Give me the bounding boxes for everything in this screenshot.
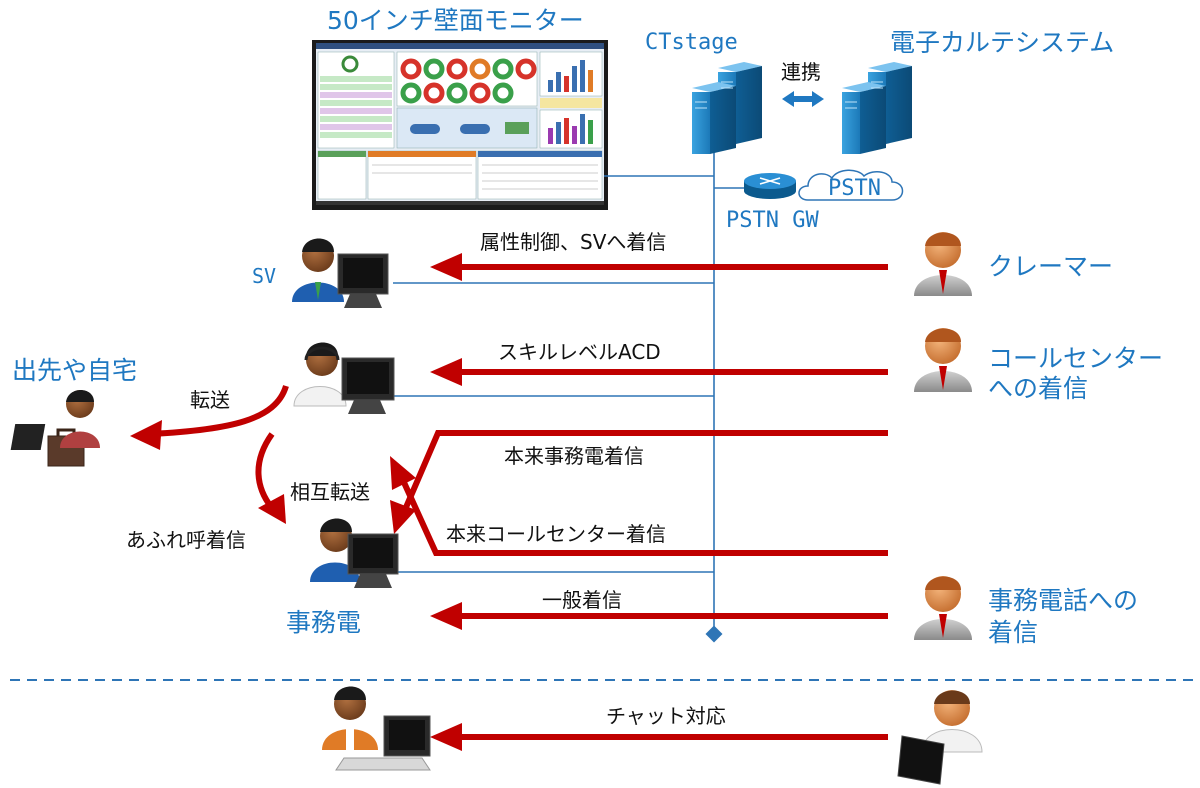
- link-label: 連携: [781, 60, 821, 84]
- pstn-label: PSTN: [828, 176, 881, 201]
- wall-monitor-label: 50インチ壁面モニター: [327, 6, 584, 35]
- caller-office-icon: [914, 576, 972, 640]
- caller-office-label-1: 事務電話への: [988, 586, 1139, 615]
- chat-agent-icon: [322, 686, 431, 771]
- ehr-server-icon: [842, 62, 912, 154]
- caller-claimer-icon: [914, 232, 972, 296]
- remote-label: 出先や自宅: [12, 356, 138, 385]
- flow-general-label: 一般着信: [542, 588, 622, 612]
- pstn-gw-label: PSTN GW: [726, 208, 819, 233]
- router-icon: [744, 173, 796, 199]
- caller-callcenter-icon: [914, 328, 972, 392]
- call-flow-arrows: [149, 264, 888, 740]
- flow-orig-office-label: 本来事務電着信: [504, 444, 644, 468]
- ehr-label: 電子カルテシステム: [890, 28, 1115, 57]
- ctstage-server-icon: [692, 62, 762, 154]
- flow-orig-cc-label: 本来コールセンター着信: [446, 522, 666, 546]
- sv-label: SV: [252, 264, 277, 288]
- flow-attribute-label: 属性制御、SVへ着信: [480, 230, 667, 254]
- network-lines: [393, 150, 748, 634]
- caller-office-label-2: 着信: [988, 618, 1039, 647]
- flow-transfer-label: 転送: [190, 388, 230, 412]
- sv-agent-icon: [292, 238, 389, 308]
- flow-skill-label: スキルレベルACD: [498, 340, 661, 364]
- office-agent-icon: [310, 518, 399, 588]
- line-end-marker: [705, 625, 723, 643]
- caller-callcenter-label-2: への着信: [988, 374, 1089, 403]
- flow-chat-label: チャット対応: [606, 704, 726, 728]
- caller-callcenter-label-1: コールセンター: [988, 344, 1164, 373]
- ctstage-label: CTstage: [645, 30, 738, 55]
- chat-user-icon: [897, 690, 983, 785]
- callcenter-agent-icon: [293, 342, 395, 414]
- remote-worker-icon: [10, 390, 100, 467]
- office-agent-label: 事務電: [286, 608, 362, 637]
- flow-mutual-label: 相互転送: [290, 480, 370, 504]
- flow-overflow-label: あふれ呼着信: [126, 528, 246, 552]
- link-double-arrow-icon: [782, 91, 824, 107]
- wall-monitor-icon: [312, 40, 608, 210]
- pstn-cloud-icon: [798, 169, 904, 201]
- caller-claimer-label: クレーマー: [988, 252, 1114, 281]
